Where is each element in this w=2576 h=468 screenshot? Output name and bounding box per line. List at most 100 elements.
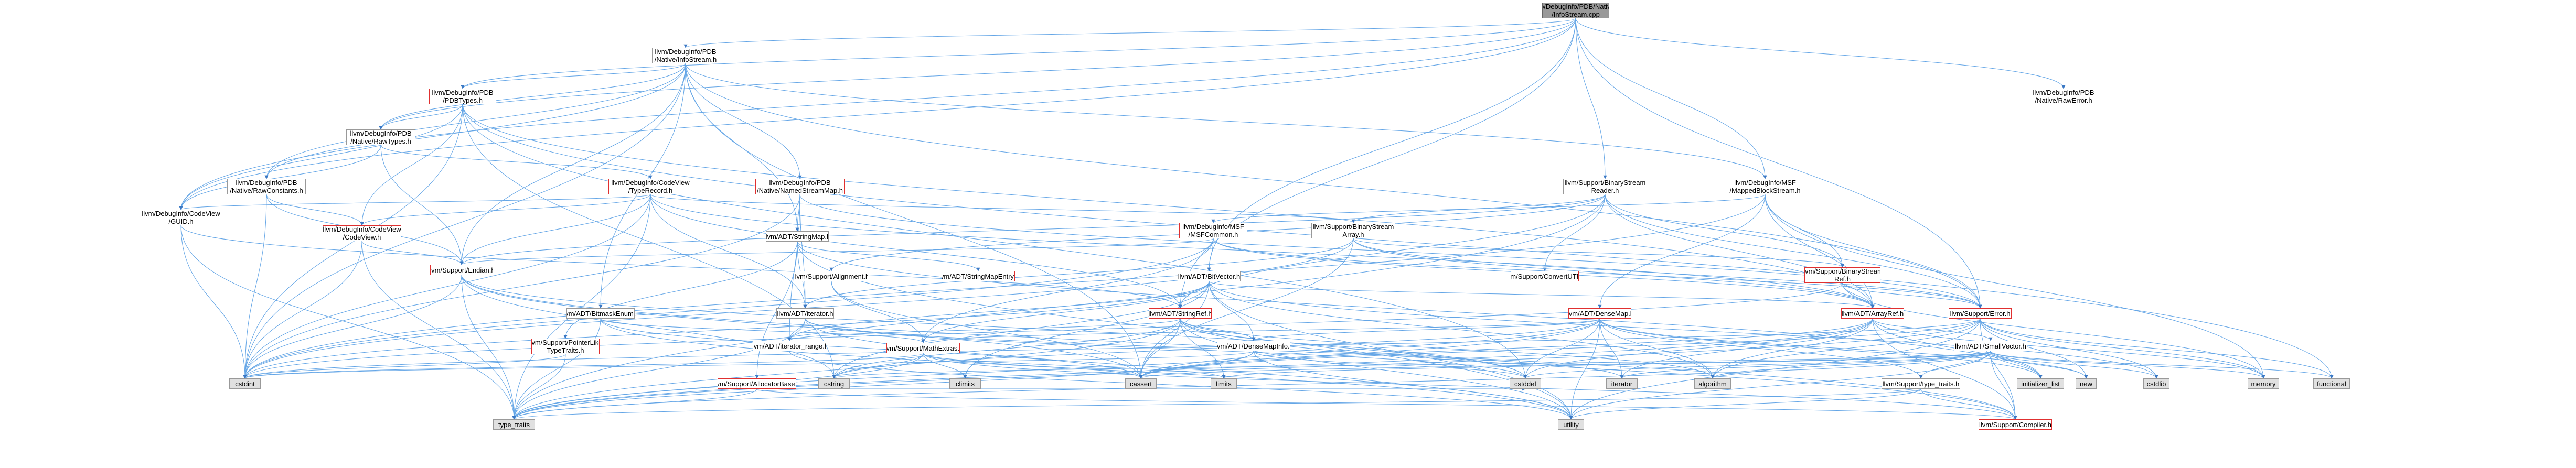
- node-convertutf[interactable]: llvm/Support/ConvertUTF.h: [1511, 271, 1579, 281]
- include-edge-cvtyperecord-to-binarystreamarray: [650, 194, 1355, 223]
- include-edge-bitvector-to-cstring: [832, 281, 1210, 379]
- node-stringref[interactable]: llvm/ADT/StringRef.h: [1149, 308, 1212, 319]
- node-mappedblockstream[interactable]: llvm/DebugInfo/MSF /MappedBlockStream.h: [1726, 179, 1804, 194]
- include-edge-root-to-guid: [179, 18, 1576, 210]
- include-edge-densemap-to-support_type_traits: [1599, 318, 1923, 379]
- include-edge-stringmap-to-initializer_list: [797, 241, 2043, 379]
- include-edge-binarystreamreader-to-error: [1605, 194, 1982, 309]
- include-edge-binarystreamarray-to-cassert: [1139, 238, 1354, 379]
- node-support-type-traits[interactable]: llvm/Support/type_traits.h: [1882, 378, 1960, 389]
- node-codeview[interactable]: llvm/DebugInfo/CodeView /CodeView.h: [323, 225, 401, 241]
- node-binarystreamarray[interactable]: llvm/Support/BinaryStream Array.h: [1311, 223, 1395, 238]
- include-edge-densemap-to-cassert: [1139, 318, 1600, 379]
- include-edge-mathextras-to-cassert: [923, 353, 1143, 379]
- include-edge-msfcommon-to-cstdint: [243, 238, 1214, 379]
- include-edge-rawtypes-to-endian: [380, 145, 464, 265]
- include-edge-root-to-bitvector: [1207, 18, 1576, 271]
- include-edge-support_type_traits-to-utility: [1569, 388, 1921, 420]
- node-new[interactable]: new: [2076, 378, 2097, 389]
- include-edge-msfcommon-to-bitvector: [1207, 238, 1214, 271]
- node-iterator-range[interactable]: llvm/ADT/iterator_range.h: [753, 341, 826, 351]
- node-error[interactable]: llvm/Support/Error.h: [1949, 308, 2012, 319]
- node-alignment[interactable]: llvm/Support/Alignment.h: [795, 271, 868, 281]
- node-initializer-list[interactable]: initializer_list: [2017, 378, 2064, 389]
- node-pdbtypes[interactable]: llvm/DebugInfo/PDB /PDBTypes.h: [429, 89, 496, 104]
- include-edge-binarystreamreader-to-binarystreamref: [1605, 194, 1844, 268]
- node-namedstreammap[interactable]: llvm/DebugInfo/PDB /Native/NamedStreamMa…: [755, 179, 845, 194]
- include-edge-namedstreammap-to-iterator: [799, 194, 807, 309]
- include-edge-smallvector-to-new: [1990, 351, 2088, 379]
- include-edge-smallvector-to-cstdlib: [1990, 351, 2158, 379]
- include-edge-stringref-to-densemapinfo: [1180, 318, 1256, 341]
- node-climits[interactable]: climits: [949, 378, 981, 389]
- node-compiler[interactable]: llvm/Support/Compiler.h: [1979, 419, 2052, 430]
- include-edge-error-to-compiler: [1980, 318, 2017, 420]
- include-edge-guid-to-cstdint: [180, 225, 247, 379]
- node-pointerliketypetraits[interactable]: llvm/Support/PointerLike TypeTraits.h: [531, 339, 600, 354]
- node-root[interactable]: lib/DebugInfo/PDB/Native /InfoStream.cpp: [1542, 3, 1609, 18]
- include-edge-allocatorbase-to-compiler: [756, 388, 2017, 420]
- node-arrayref[interactable]: llvm/ADT/ArrayRef.h: [1841, 308, 1904, 319]
- node-cstdlib[interactable]: cstdlib: [2143, 378, 2169, 389]
- include-edge-mathextras-to-cstring: [832, 353, 924, 379]
- node-algorithm[interactable]: algorithm: [1694, 378, 1731, 389]
- node-cstddef[interactable]: cstddef: [1510, 378, 1541, 389]
- include-edge-pdbtypes-to-arrayref: [462, 104, 1875, 309]
- node-stringmapentry[interactable]: llvm/ADT/StringMapEntry.h: [942, 271, 1015, 281]
- node-densemap[interactable]: llvm/ADT/DenseMap.h: [1568, 308, 1631, 319]
- node-binarystreamref[interactable]: llvm/Support/BinaryStream Ref.h: [1804, 267, 1880, 283]
- node-functional[interactable]: functional: [2313, 378, 2350, 389]
- include-edge-root-to-binarystreamreader: [1575, 18, 1607, 179]
- node-allocatorbase[interactable]: llvm/Support/AllocatorBase.h: [718, 378, 796, 389]
- include-edge-alignment-to-mathextras: [831, 281, 925, 343]
- node-type-traits[interactable]: type_traits: [493, 419, 535, 430]
- include-edge-stringmap-to-stringmapentry: [797, 241, 980, 271]
- node-cstdint[interactable]: cstdint: [229, 378, 261, 389]
- include-edge-binarystreamarray-to-iterator: [803, 238, 1354, 309]
- include-edge-support_type_traits-to-type_traits: [512, 388, 1921, 420]
- node-utility[interactable]: utility: [1558, 419, 1584, 430]
- node-rawerror[interactable]: llvm/DebugInfo/PDB /Native/RawError.h: [2030, 89, 2097, 104]
- include-edge-root-to-rawerror: [1575, 18, 2066, 89]
- include-edge-bitvector-to-cassert: [1139, 281, 1210, 379]
- node-limits[interactable]: limits: [1211, 378, 1237, 389]
- include-edge-root-to-stringref: [1178, 18, 1576, 309]
- node-cvtyperecord[interactable]: llvm/DebugInfo/CodeView /TypeRecord.h: [608, 179, 692, 194]
- include-edge-densemap-to-utility: [1569, 318, 1600, 420]
- include-edge-smallvector-to-algorithm: [1711, 351, 1991, 379]
- node-cassert[interactable]: cassert: [1125, 378, 1157, 389]
- node-mathextras[interactable]: llvm/Support/MathExtras.h: [886, 343, 960, 353]
- include-edge-cvtyperecord-to-type_traits: [512, 194, 651, 420]
- include-edge-codeview-to-cstdint: [243, 241, 362, 379]
- node-cstring[interactable]: cstring: [818, 378, 850, 389]
- node-binarystreamreader[interactable]: llvm/Support/BinaryStream Reader.h: [1563, 179, 1647, 194]
- node-iterator[interactable]: llvm/ADT/iterator.h: [776, 308, 834, 319]
- node-endian[interactable]: llvm/Support/Endian.h: [430, 265, 493, 275]
- include-edge-pointerliketypetraits-to-type_traits: [512, 354, 566, 420]
- node-memory[interactable]: memory: [2248, 378, 2279, 389]
- include-edge-stringref-to-limits: [1180, 318, 1226, 379]
- node-msfcommon[interactable]: llvm/DebugInfo/MSF /MSFCommon.h: [1179, 223, 1247, 238]
- node-densemapinfo[interactable]: llvm/ADT/DenseMapInfo.h: [1217, 341, 1290, 351]
- include-edge-bitvector-to-cstdlib: [1209, 281, 2158, 379]
- include-edge-namedstreammap-to-cstdint: [243, 194, 800, 379]
- include-edge-pointerliketypetraits-to-cstdint: [243, 354, 566, 379]
- node-rawconstants[interactable]: llvm/DebugInfo/PDB /Native/RawConstants.…: [227, 179, 306, 194]
- include-edge-stringref-to-compiler: [1180, 318, 2017, 420]
- node-rawtypes[interactable]: llvm/DebugInfo/PDB /Native/RawTypes.h: [346, 129, 415, 145]
- node-bitmaskenum[interactable]: llvm/ADT/BitmaskEnum.h: [566, 308, 635, 319]
- include-edge-stringref-to-cstddef: [1180, 318, 1527, 379]
- node-infostream[interactable]: llvm/DebugInfo/PDB /Native/InfoStream.h: [652, 48, 719, 63]
- include-edge-guid-to-stringref: [180, 225, 1182, 309]
- include-edge-allocatorbase-to-type_traits: [512, 388, 757, 420]
- include-edge-infostream-to-mappedblockstream: [685, 63, 1767, 179]
- include-edge-stringref-to-type_traits: [512, 318, 1181, 420]
- node-stringmap[interactable]: llvm/ADT/StringMap.h: [766, 231, 829, 242]
- node-guid[interactable]: llvm/DebugInfo/CodeView /GUID.h: [142, 210, 220, 225]
- node-iterator-std[interactable]: iterator: [1606, 378, 1638, 389]
- node-smallvector[interactable]: llvm/ADT/SmallVector.h: [1954, 341, 2027, 351]
- include-edge-arrayref-to-cstddef: [1523, 318, 1873, 379]
- include-edge-densemap-to-mathextras: [921, 318, 1600, 343]
- node-bitvector[interactable]: llvm/ADT/BitVector.h: [1178, 271, 1241, 281]
